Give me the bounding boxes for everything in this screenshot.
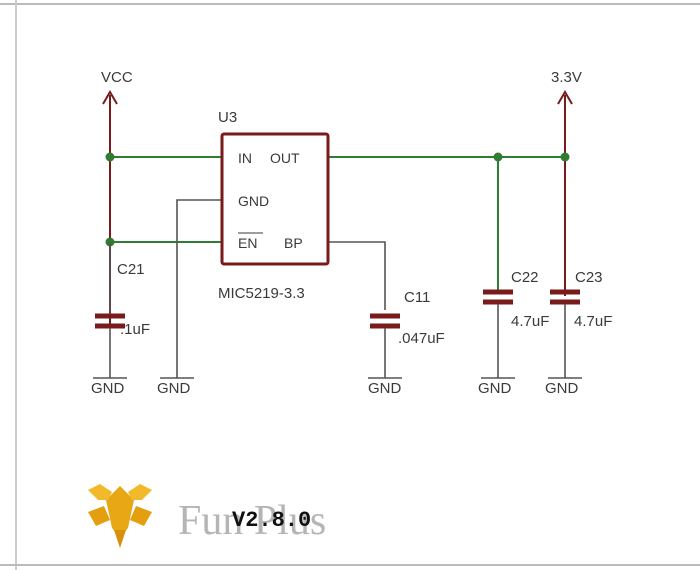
chip-part-number: MIC5219-3.3 bbox=[218, 285, 305, 302]
vcc-arrow-icon bbox=[102, 90, 118, 105]
c22-ref: C22 bbox=[511, 269, 539, 286]
pin-en-label: EN bbox=[238, 235, 257, 251]
junction-dot bbox=[105, 152, 115, 162]
version-label: V2.8.0 bbox=[232, 508, 311, 533]
regulator-chip: U3 IN OUT GND EN BP MIC5219-3.3 bbox=[218, 109, 330, 302]
vcc-label: VCC bbox=[101, 69, 133, 86]
c21-value: .1uF bbox=[120, 321, 150, 338]
bp-wire bbox=[328, 241, 386, 310]
c22-value: 4.7uF bbox=[511, 313, 549, 330]
vcc-rail: VCC bbox=[101, 69, 133, 325]
brand-logo-icon bbox=[88, 484, 152, 548]
watermark-text: Fun Plus bbox=[178, 498, 326, 544]
c21-ref: C21 bbox=[117, 261, 145, 278]
v33-rail: 3.3V bbox=[551, 69, 582, 296]
gnd-label: GND bbox=[91, 380, 125, 397]
net-wires bbox=[105, 152, 570, 292]
junction-dot bbox=[493, 152, 503, 162]
pin-out-label: OUT bbox=[270, 150, 300, 166]
c23-ref: C23 bbox=[575, 269, 603, 286]
c23-value: 4.7uF bbox=[574, 313, 612, 330]
gnd-label: GND bbox=[478, 380, 512, 397]
chip-ref: U3 bbox=[218, 109, 237, 126]
c11-ref: C11 bbox=[404, 289, 430, 306]
ground-symbols: GND GND GND GND GND bbox=[91, 377, 582, 397]
pin-gnd-label: GND bbox=[238, 193, 269, 209]
capacitor-c23: C23 4.7uF bbox=[550, 269, 612, 378]
pin-bp-label: BP bbox=[284, 235, 303, 251]
c11-value: .047uF bbox=[398, 330, 445, 347]
gnd-label: GND bbox=[157, 380, 191, 397]
pin-in-label: IN bbox=[238, 150, 252, 166]
v33-arrow-icon bbox=[557, 90, 573, 105]
gnd-label: GND bbox=[368, 380, 402, 397]
capacitor-c11: C11 .047uF bbox=[370, 289, 445, 378]
capacitor-c22: C22 4.7uF bbox=[483, 269, 549, 378]
capacitor-c21: C21 .1uF bbox=[95, 242, 150, 378]
chip-gnd-wire bbox=[176, 199, 222, 378]
v33-label: 3.3V bbox=[551, 69, 582, 86]
junction-dot bbox=[560, 152, 570, 162]
gnd-label: GND bbox=[545, 380, 579, 397]
